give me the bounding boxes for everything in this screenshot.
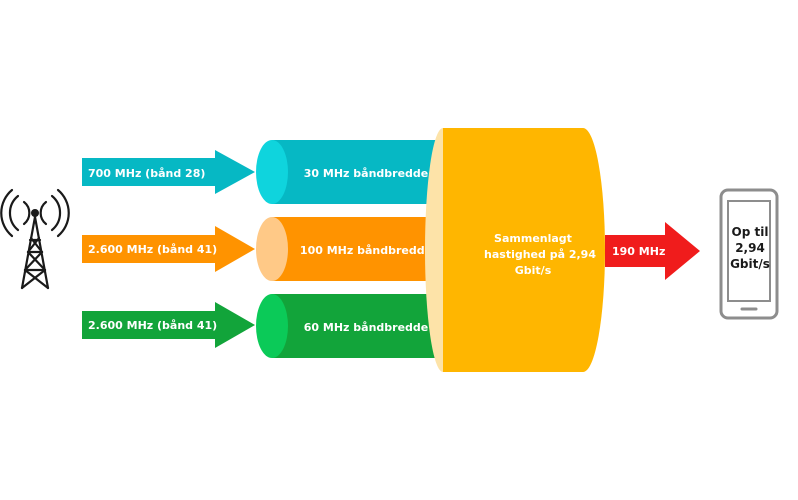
phone-label-line-1: Op til	[732, 225, 769, 239]
band-3-arrow-label: 2.600 MHz (bånd 41)	[88, 319, 217, 332]
phone-label-line-2: 2,94	[735, 241, 765, 255]
band-2-arrow	[82, 226, 255, 272]
band-1-cylinder-cap	[256, 140, 288, 204]
band-row-2: 2.600 MHz (bånd 41) 100 MHz båndbredde	[82, 217, 463, 281]
band-row-3: 2.600 MHz (bånd 41) 60 MHz båndbredde	[82, 294, 463, 358]
aggregate-cylinder: Sammenlagt hastighed på 2,94 Gbit/s	[425, 128, 605, 372]
aggregate-cylinder-body	[443, 128, 583, 372]
band-3-cylinder-body	[272, 294, 447, 358]
aggregate-label-line-2: hastighed på 2,94	[484, 248, 596, 261]
band-3-arrow	[82, 302, 255, 348]
band-3-cylinder-cap	[256, 294, 288, 358]
band-3-cylinder-label: 60 MHz båndbredde	[304, 321, 429, 334]
band-2-arrow-label: 2.600 MHz (bånd 41)	[88, 243, 217, 256]
cell-tower-icon	[0, 188, 70, 290]
band-1-arrow-label: 700 MHz (bånd 28)	[88, 167, 205, 180]
output-arrow-shape	[605, 222, 700, 280]
output-arrow-label: 190 MHz	[612, 245, 665, 258]
aggregate-label-line-3: Gbit/s	[515, 264, 552, 277]
band-1-cylinder-body	[272, 140, 447, 204]
band-row-1: 700 MHz (bånd 28) 30 MHz båndbredde	[82, 140, 463, 204]
smartphone-icon	[719, 188, 779, 320]
band-2-cylinder-cap	[256, 217, 288, 281]
aggregate-cylinder-right-end	[561, 128, 605, 372]
band-1-cylinder-label: 30 MHz båndbredde	[304, 167, 429, 180]
band-2-cylinder-label: 100 MHz båndbredde	[300, 244, 432, 257]
aggregate-label-line-1: Sammenlagt	[494, 232, 572, 245]
phone-label-line-3: Gbit/s	[730, 257, 770, 271]
band-1-arrow	[82, 150, 255, 194]
band-2-cylinder-body	[272, 217, 447, 281]
output-arrow: 190 MHz	[605, 222, 700, 280]
